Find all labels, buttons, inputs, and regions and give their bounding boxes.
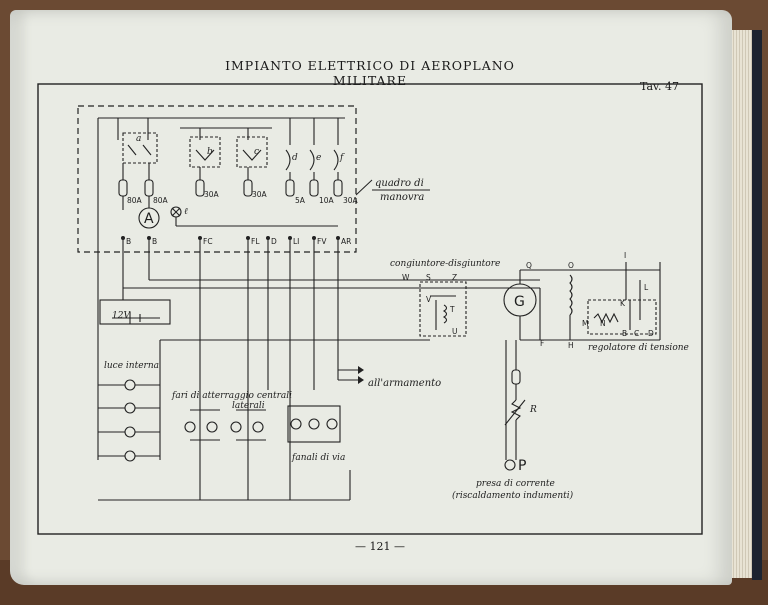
terminal-label: AR bbox=[341, 237, 351, 246]
fuse bbox=[243, 179, 253, 197]
plate-number: Tav. 47 bbox=[640, 80, 679, 93]
fuse-label: 80A bbox=[127, 196, 143, 205]
lamp-label: ℓ bbox=[184, 207, 188, 217]
cutout-terminal: W bbox=[402, 273, 410, 282]
armament-label: all'armamento bbox=[368, 378, 441, 389]
fuse-label: 80A bbox=[153, 196, 169, 205]
regulator-terminal: K bbox=[620, 299, 626, 308]
fuse bbox=[285, 179, 295, 197]
regulator-label: regolatore di tensione bbox=[588, 343, 689, 353]
fuse bbox=[309, 179, 319, 197]
switch-letter: e bbox=[316, 153, 321, 163]
panel-label-line1: quadro di bbox=[375, 178, 424, 189]
interior-lamp bbox=[124, 426, 136, 438]
main-wiring bbox=[97, 238, 661, 501]
terminal-label: B bbox=[152, 237, 157, 246]
generator-terminal: F bbox=[540, 339, 544, 348]
terminal-label: FC bbox=[203, 237, 213, 246]
nav-lamp bbox=[326, 418, 338, 430]
fuse bbox=[195, 179, 205, 197]
nav-lights-label: fanali di via bbox=[291, 453, 345, 463]
terminal-label: B bbox=[126, 237, 131, 246]
switch-letter: f bbox=[339, 153, 345, 163]
fuse-label: 30A bbox=[252, 190, 268, 199]
panel-wiring bbox=[97, 117, 345, 290]
fuse-label: 10A bbox=[319, 196, 335, 205]
switch-letter: b bbox=[207, 147, 213, 157]
interior-lamp bbox=[124, 379, 136, 391]
cutout-terminal: Z bbox=[452, 273, 457, 282]
switch-letter: d bbox=[292, 153, 298, 163]
terminal-label: D bbox=[271, 237, 277, 246]
regulator-terminal: I bbox=[624, 251, 626, 260]
fuses bbox=[118, 179, 343, 197]
diagram-frame bbox=[37, 83, 703, 535]
switch-letter: c bbox=[254, 147, 259, 157]
fuse bbox=[118, 179, 128, 197]
landing-lights-lateral-label: laterali bbox=[232, 401, 265, 411]
interior-lamps bbox=[124, 379, 338, 462]
panel-label-line2: manovra bbox=[380, 192, 424, 203]
generator-terminal: Q bbox=[526, 261, 532, 270]
panel-label: quadro di manovra bbox=[380, 192, 476, 203]
landing-lamp bbox=[230, 421, 242, 433]
generator-terminal: H bbox=[568, 341, 574, 350]
generator-terminal: O bbox=[568, 261, 574, 270]
page-number: — 121 — bbox=[355, 540, 405, 553]
landing-lights-label: fari di atterraggio centrali bbox=[171, 391, 292, 401]
book-cover bbox=[752, 30, 762, 580]
interior-light-label: luce interna bbox=[104, 361, 159, 371]
ammeter bbox=[138, 207, 160, 229]
landing-lamp bbox=[206, 421, 218, 433]
regulator-terminal: M bbox=[582, 319, 588, 328]
socket-label: presa di corrente bbox=[476, 479, 555, 489]
interior-lamp bbox=[124, 450, 136, 462]
switch-letter: a bbox=[136, 134, 141, 144]
socket-label-p: P bbox=[518, 458, 526, 474]
terminal-label: LI bbox=[293, 237, 299, 246]
cutout-terminal: T bbox=[449, 305, 455, 314]
ammeter-label: A bbox=[144, 211, 154, 227]
regulator-terminal: L bbox=[644, 283, 649, 292]
landing-lamp bbox=[184, 421, 196, 433]
cutout-terminal: V bbox=[426, 295, 432, 304]
resistor-label: R bbox=[529, 405, 537, 415]
cutout-terminal: S bbox=[426, 273, 431, 282]
socket-note: (riscaldamento indumenti) bbox=[452, 490, 574, 501]
nav-lamp bbox=[290, 418, 302, 430]
regulator-terminal: N bbox=[600, 319, 606, 328]
cutout-terminal: U bbox=[452, 327, 458, 336]
fuse bbox=[333, 179, 343, 197]
cutout-label: congiuntore-disgiuntore bbox=[390, 259, 500, 269]
battery-label: 12V bbox=[112, 311, 131, 321]
regulator-terminal: B bbox=[622, 329, 627, 338]
interior-lamp bbox=[124, 402, 136, 414]
terminal-label: FL bbox=[251, 237, 260, 246]
fuse-label: 5A bbox=[295, 196, 306, 205]
fuse-label: 30A bbox=[204, 190, 220, 199]
regulator-terminal: C bbox=[634, 329, 639, 338]
generator-label: G bbox=[514, 294, 525, 310]
control-panel-outline bbox=[77, 105, 357, 253]
nav-lamp bbox=[308, 418, 320, 430]
regulator-terminal: D bbox=[648, 329, 654, 338]
landing-lamp bbox=[252, 421, 264, 433]
fuse-label: 30A bbox=[343, 196, 359, 205]
terminal-label: FV bbox=[317, 237, 327, 246]
fuse bbox=[144, 179, 154, 197]
